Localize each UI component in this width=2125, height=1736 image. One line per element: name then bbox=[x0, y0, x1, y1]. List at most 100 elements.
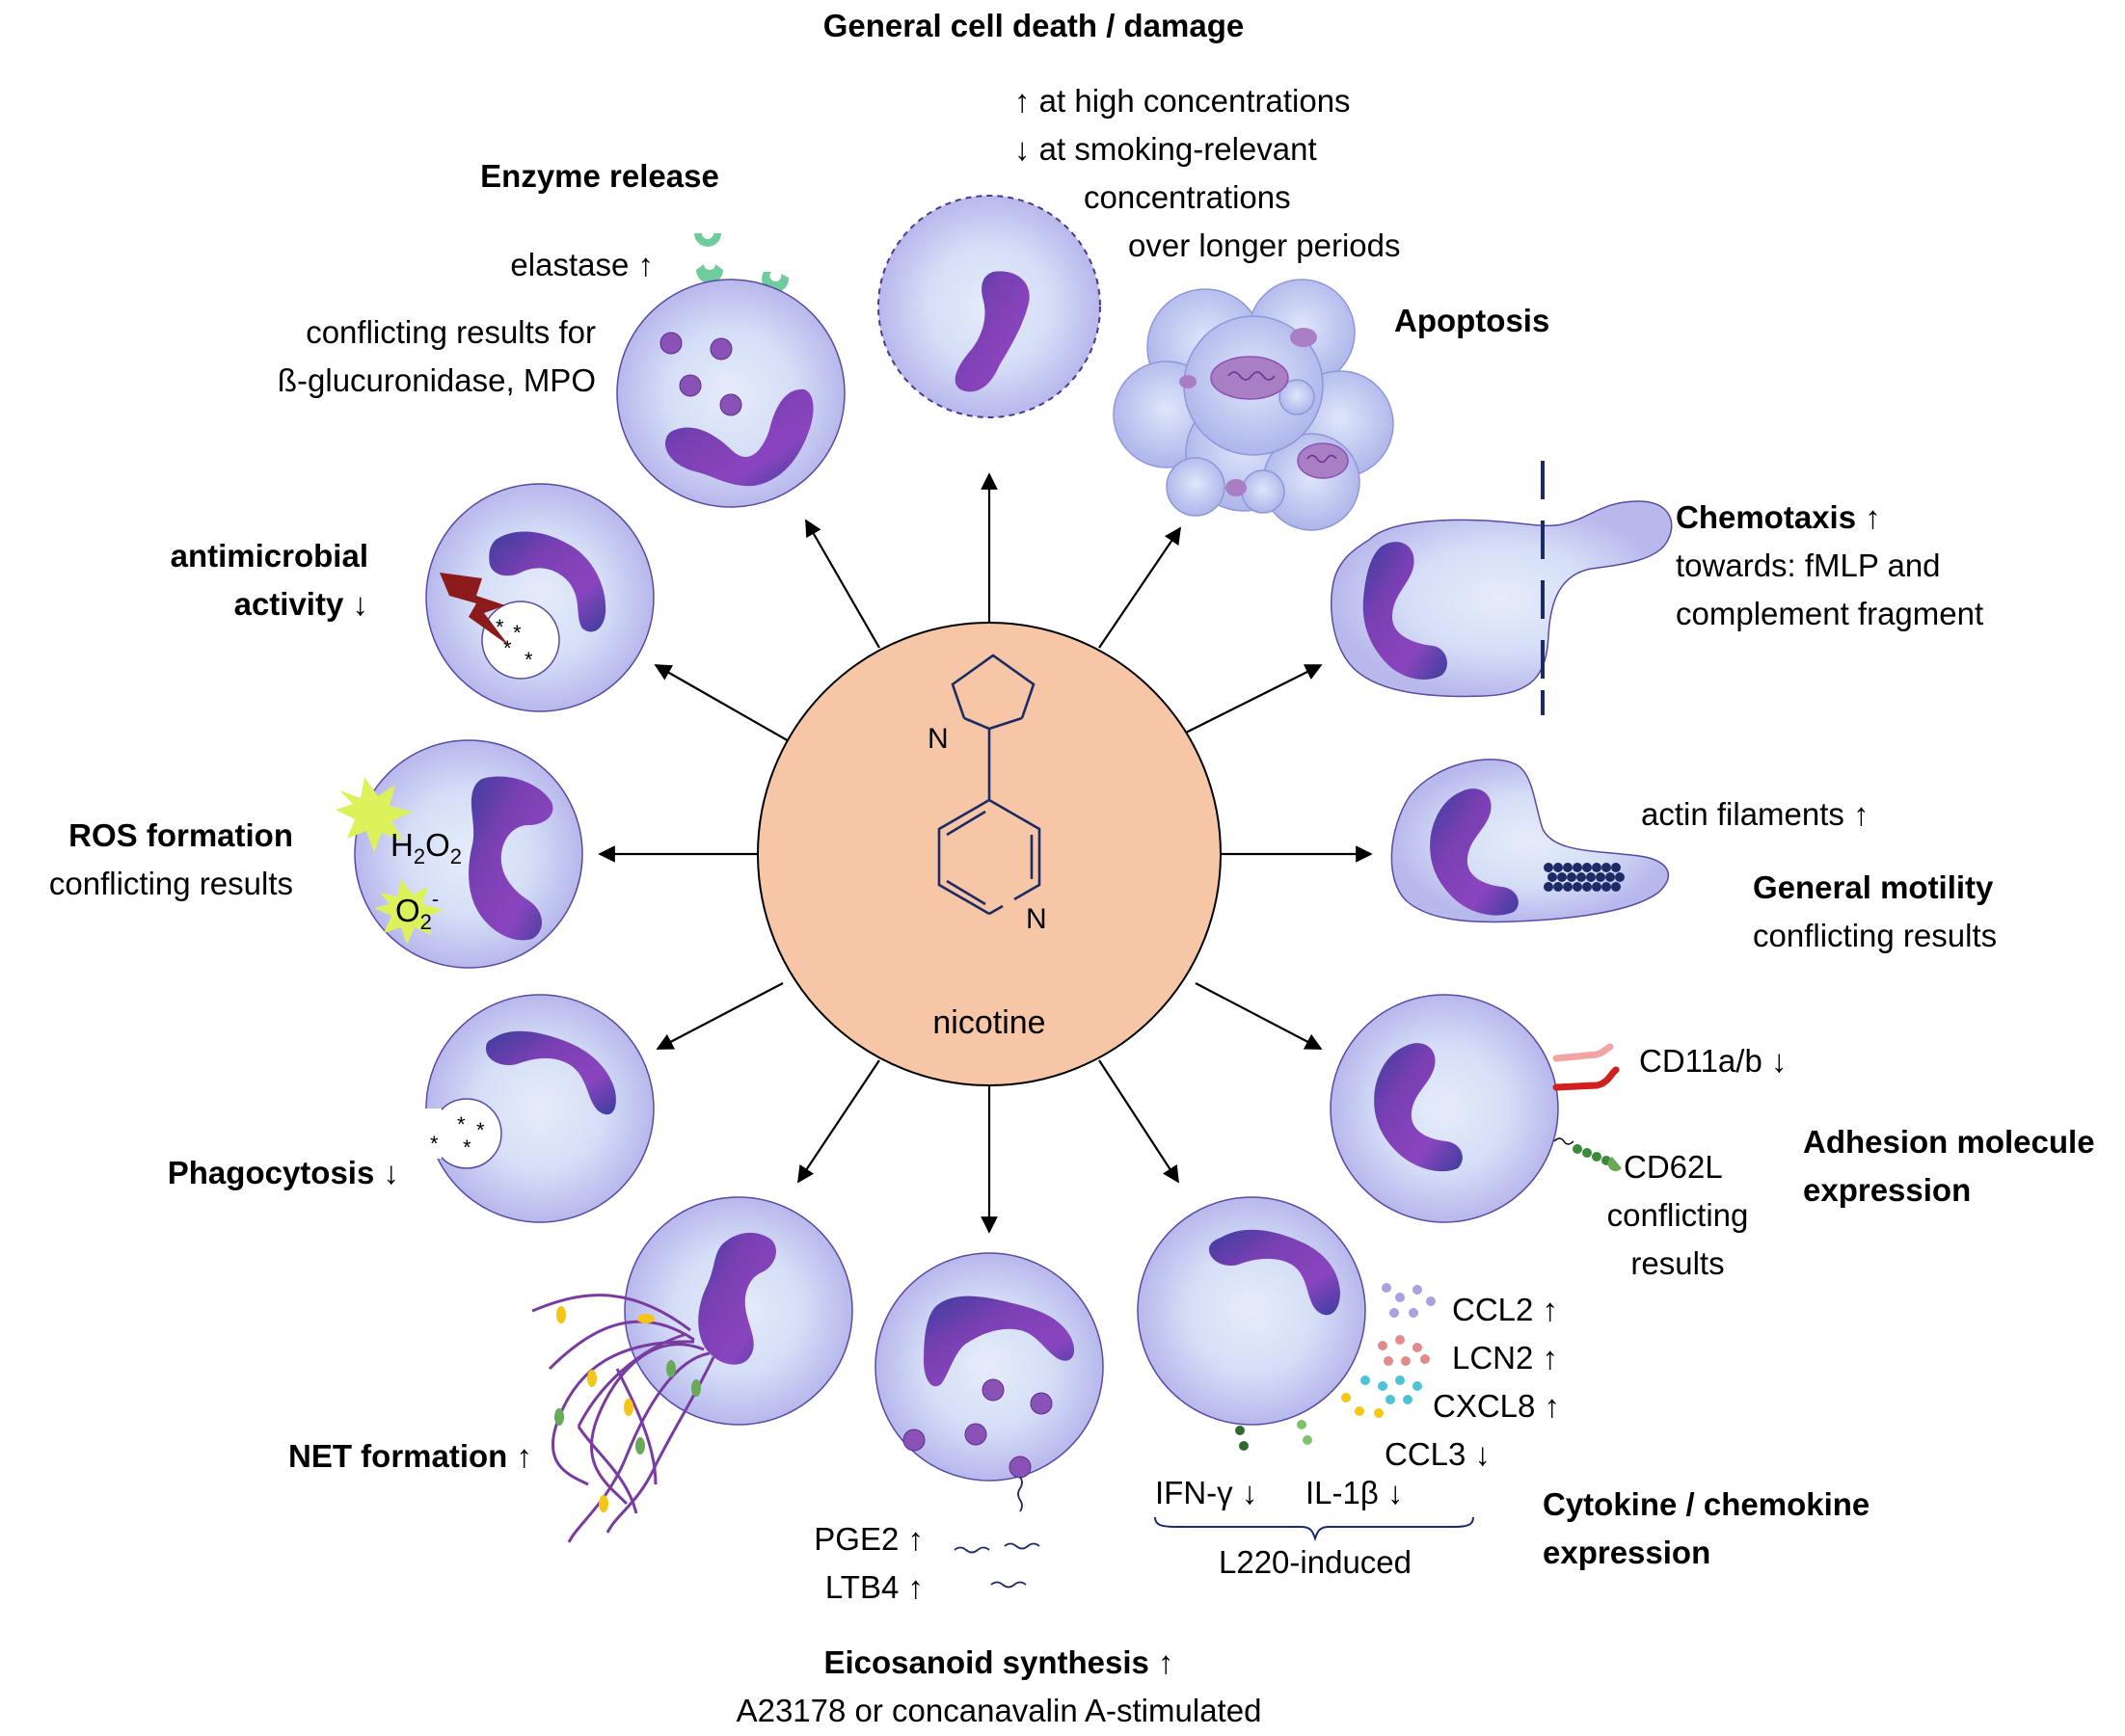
enzyme-line3: ß-glucuronidase, MPO bbox=[278, 362, 596, 398]
cyto-ccl2: CCL2 ↑ bbox=[1452, 1292, 1558, 1327]
section-motility: actin filaments ↑ General motility confl… bbox=[1390, 759, 1997, 953]
enzyme-granules bbox=[659, 332, 742, 416]
microbe-star-3: * bbox=[503, 636, 512, 660]
apoptotic-cell-icon bbox=[1113, 279, 1394, 531]
adhesion-title2: expression bbox=[1803, 1172, 1971, 1208]
apoptotic-fragment-4 bbox=[1225, 479, 1247, 496]
section-eico: PGE2 ↑ LTB4 ↑ Eicosanoid synthesis ↑ A23… bbox=[737, 1252, 1262, 1728]
enzyme-cell-nucleus bbox=[665, 388, 814, 487]
arrow-to-antimicrobial bbox=[654, 664, 792, 743]
arrow-to-chemotaxis bbox=[1185, 664, 1323, 734]
phago-star-4: * bbox=[463, 1135, 471, 1160]
nicotine-atom-n2: N bbox=[1026, 903, 1047, 935]
cyto-lcn2: LCN2 ↑ bbox=[1452, 1340, 1558, 1375]
phago-star-1: * bbox=[430, 1132, 439, 1156]
adhesion-cd62-3: results bbox=[1630, 1245, 1724, 1281]
chemotaxis-line2: complement fragment bbox=[1676, 596, 1983, 631]
eicosanoid-molecules-icon bbox=[954, 1476, 1040, 1589]
eico-cell-nucleus bbox=[924, 1295, 1075, 1387]
death-line4: over longer periods bbox=[1128, 227, 1401, 263]
antimicrobial-cell-nucleus bbox=[489, 531, 606, 632]
ros-burst-h2o2 bbox=[336, 777, 413, 852]
cyto-il1: IL-1β ↓ bbox=[1305, 1475, 1404, 1510]
section-apoptosis: Apoptosis bbox=[1113, 279, 1549, 531]
nicotine-atom-n1: N bbox=[928, 723, 949, 755]
apoptotic-fragment-3 bbox=[1290, 328, 1317, 347]
cyto-title1: Cytokine / chemokine bbox=[1543, 1486, 1869, 1522]
antimicrobial-cell bbox=[425, 483, 655, 712]
cd11-molecule-icon bbox=[1552, 1043, 1620, 1091]
net-cell-nucleus bbox=[698, 1232, 776, 1365]
motility-cell-nucleus bbox=[1430, 788, 1519, 916]
eico-pge2: PGE2 ↑ bbox=[814, 1521, 924, 1557]
phago-star-2: * bbox=[457, 1112, 466, 1136]
phagosome bbox=[481, 601, 560, 680]
adhesion-cell bbox=[1330, 994, 1559, 1223]
eico-cell bbox=[874, 1252, 1104, 1482]
ros-cell bbox=[354, 739, 583, 969]
apoptotic-fragment-2 bbox=[1297, 442, 1349, 479]
eico-title: Eicosanoid synthesis ↑ bbox=[823, 1644, 1173, 1680]
section-phago: Phagocytosis ↓ * * * * bbox=[168, 994, 655, 1223]
eico-ltb4: LTB4 ↑ bbox=[825, 1569, 924, 1605]
actin-filaments-icon bbox=[1544, 863, 1625, 892]
eico-line1: A23178 or concanavalin A-stimulated bbox=[737, 1693, 1262, 1728]
section-cyto: CCL2 ↑ LCN2 ↑ CXCL8 ↑ CCL3 ↓ IFN-γ ↓ IL-… bbox=[1137, 1196, 1869, 1580]
adhesion-cd11: CD11a/b ↓ bbox=[1639, 1043, 1787, 1079]
arrow-to-adhesion bbox=[1195, 982, 1323, 1050]
cyto-cxcl8: CXCL8 ↑ bbox=[1433, 1388, 1560, 1424]
death-line1: ↑ at high concentrations bbox=[1014, 83, 1351, 119]
enzyme-line1: elastase ↑ bbox=[510, 247, 654, 282]
motility-actin: actin filaments ↑ bbox=[1641, 796, 1869, 832]
arrow-to-apoptosis bbox=[1098, 526, 1181, 649]
o2-label: O2- bbox=[395, 887, 439, 934]
antimicrobial-title1: antimicrobial bbox=[171, 538, 368, 574]
nicotine-label: nicotine bbox=[932, 1004, 1045, 1041]
nicotine-structure-icon bbox=[937, 654, 1041, 916]
section-antimicrobial: antimicrobial activity ↓ * * * * bbox=[171, 483, 655, 712]
nicotine-center: N N nicotine bbox=[757, 622, 1222, 1086]
ros-line1: conflicting results bbox=[49, 866, 293, 901]
nicotine-circle bbox=[757, 622, 1222, 1086]
cyto-ifn: IFN-γ ↓ bbox=[1155, 1475, 1257, 1510]
l220-brace bbox=[1154, 1516, 1474, 1542]
section-ros: ROS formation conflicting results H2O2 O… bbox=[49, 739, 583, 969]
apoptotic-fragment-5 bbox=[1179, 375, 1197, 388]
arrow-to-enzyme bbox=[805, 519, 880, 649]
death-title: General cell death / damage bbox=[823, 8, 1245, 43]
death-line2: ↓ at smoking-relevant bbox=[1014, 131, 1317, 167]
adhesion-title1: Adhesion molecule bbox=[1803, 1124, 2095, 1160]
microbe-star-1: * bbox=[496, 615, 504, 639]
net-title: NET formation ↑ bbox=[288, 1438, 532, 1474]
enzyme-title: Enzyme release bbox=[480, 158, 719, 194]
chemotaxis-cell-nucleus bbox=[1362, 542, 1447, 680]
adhesion-cd62-2: conflicting bbox=[1607, 1197, 1749, 1233]
arrows bbox=[598, 472, 1373, 1234]
antimicrobial-title2: activity ↓ bbox=[234, 586, 368, 622]
phago-title: Phagocytosis ↓ bbox=[168, 1155, 399, 1190]
ros-cell-nucleus bbox=[469, 776, 553, 941]
ros-title: ROS formation bbox=[68, 817, 293, 853]
arrow-to-phago bbox=[656, 982, 784, 1050]
death-line3: concentrations bbox=[1084, 179, 1291, 215]
adhesion-cd62-1: CD62L bbox=[1624, 1149, 1723, 1185]
section-net: NET formation ↑ bbox=[288, 1196, 853, 1543]
cd62l-molecule-icon bbox=[1553, 1137, 1622, 1172]
section-enzyme: Enzyme release elastase ↑ conflicting re… bbox=[278, 158, 846, 508]
cyto-title2: expression bbox=[1543, 1535, 1710, 1570]
eico-granules bbox=[902, 1378, 1053, 1479]
motility-line1: conflicting results bbox=[1753, 918, 1997, 953]
apoptosis-title: Apoptosis bbox=[1394, 303, 1549, 338]
chemotaxis-line1: towards: fMLP and bbox=[1676, 548, 1941, 583]
elastase-icon bbox=[694, 233, 790, 293]
cyto-ccl3: CCL3 ↓ bbox=[1385, 1436, 1491, 1472]
lightning-icon bbox=[440, 573, 509, 646]
cyto-cell-nucleus bbox=[1209, 1229, 1340, 1316]
arrow-to-cyto bbox=[1098, 1059, 1179, 1184]
microbe-star-2: * bbox=[513, 621, 522, 645]
section-death: General cell death / damage ↑ at high co… bbox=[823, 8, 1401, 418]
section-chemotaxis: Chemotaxis ↑ towards: fMLP and complemen… bbox=[1331, 461, 1983, 715]
phago-cell-nucleus bbox=[486, 1030, 616, 1115]
